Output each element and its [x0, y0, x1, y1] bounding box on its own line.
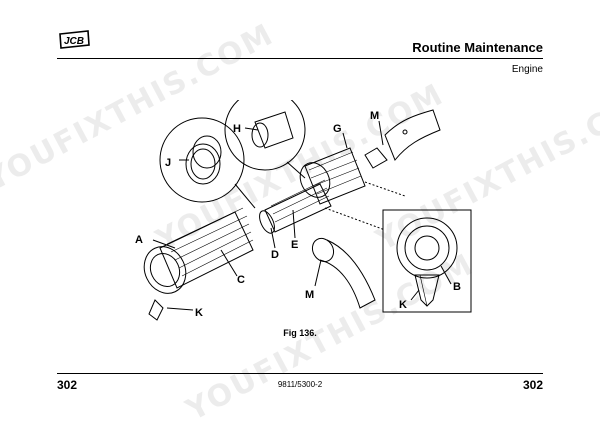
label-a: A	[135, 234, 143, 246]
figure-caption: Fig 136.	[283, 328, 317, 338]
label-m-top: M	[370, 110, 379, 122]
label-c: C	[237, 274, 245, 286]
dust-valve-detail	[414, 274, 440, 307]
label-b: B	[453, 281, 461, 293]
outlet-hose-m	[384, 109, 441, 161]
detail-circle-h	[224, 100, 306, 171]
label-j: J	[165, 157, 171, 169]
filter-element-c	[159, 211, 254, 289]
jcb-logo: JCB	[59, 30, 90, 49]
page-title: Routine Maintenance	[412, 40, 543, 55]
label-d: D	[271, 249, 279, 261]
label-h: H	[233, 123, 241, 135]
air-filter-diagram: A C D E G H J K M M B K	[135, 100, 472, 321]
label-k-detail: K	[399, 299, 407, 311]
logo-text: JCB	[64, 36, 84, 47]
filter-housing-g	[304, 147, 366, 205]
detail-circle-j	[159, 117, 245, 203]
page-number-left: 302	[57, 378, 78, 392]
intake-hose-m	[319, 239, 376, 309]
header-divider	[57, 58, 543, 59]
detail-box-b	[382, 209, 472, 313]
dust-valve-k	[148, 299, 164, 321]
document-code: 9811/5300-2	[277, 380, 323, 389]
label-k-main: K	[195, 307, 203, 319]
label-m-bottom: M	[305, 289, 314, 301]
label-g: G	[333, 123, 342, 135]
label-e: E	[291, 239, 298, 251]
page-number-right: 302	[522, 378, 543, 392]
footer-divider	[57, 373, 543, 374]
safety-element-e	[264, 183, 332, 233]
section-subtitle: Engine	[511, 64, 543, 75]
